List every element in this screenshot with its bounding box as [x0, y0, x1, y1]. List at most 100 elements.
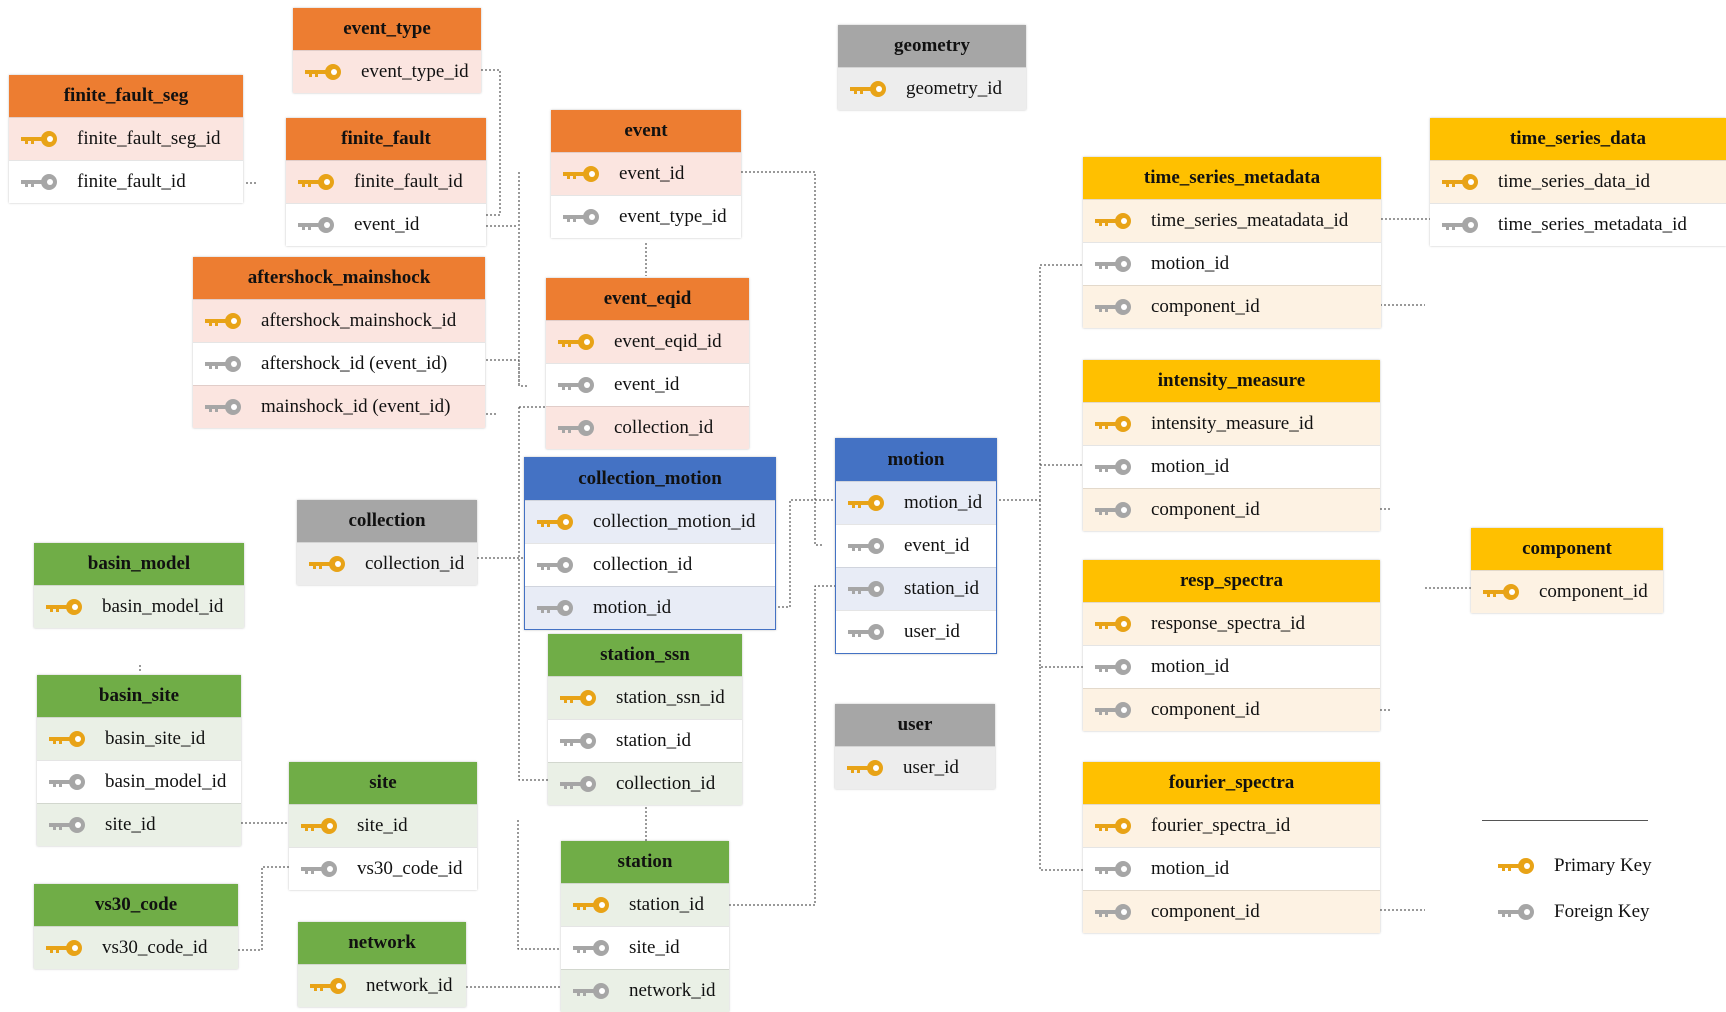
field-label: motion_id — [904, 492, 983, 513]
foreign-key-row: aftershock_id (event_id) — [193, 342, 485, 385]
foreign-key-row: basin_model_id — [37, 760, 241, 803]
foreign-key-icon — [1095, 256, 1131, 272]
primary-key-icon — [573, 897, 609, 913]
relationship-line — [238, 866, 289, 951]
table-header: finite_fault_seg — [9, 75, 243, 117]
foreign-key-row: user_id — [836, 610, 996, 653]
primary-key-row: user_id — [835, 746, 995, 789]
foreign-key-row: motion_id — [525, 586, 775, 629]
table-header: fourier_spectra — [1083, 762, 1380, 804]
field-label: event_id — [354, 214, 420, 235]
table-header: intensity_measure — [1083, 360, 1380, 402]
foreign-key-icon — [1095, 861, 1131, 877]
field-label: collection_id — [365, 553, 465, 574]
primary-key-icon — [310, 978, 346, 994]
field-label: finite_fault_id — [77, 171, 186, 192]
primary-key-row: event_eqid_id — [546, 320, 749, 363]
relationship-line — [774, 499, 835, 608]
foreign-key-row: component_id — [1083, 688, 1380, 731]
table-header: user — [835, 704, 995, 746]
primary-key-row: geometry_id — [838, 67, 1026, 110]
field-label: user_id — [903, 757, 959, 778]
primary-key-icon — [46, 599, 82, 615]
field-label: site_id — [629, 937, 680, 958]
primary-key-row: event_type_id — [293, 50, 481, 93]
foreign-key-row: collection_id — [548, 762, 742, 805]
field-label: vs30_code_id — [357, 858, 463, 879]
table-header: collection — [297, 500, 477, 542]
primary-key-icon — [305, 64, 341, 80]
primary-key-icon — [49, 731, 85, 747]
foreign-key-icon — [1095, 702, 1131, 718]
primary-key-icon — [850, 81, 886, 97]
primary-key-row: vs30_code_id — [34, 926, 238, 969]
primary-key-row: collection_motion_id — [525, 500, 775, 543]
primary-key-row: finite_fault_id — [286, 160, 486, 203]
field-label: collection_motion_id — [593, 511, 756, 532]
foreign-key-icon — [537, 557, 573, 573]
foreign-key-icon — [848, 581, 884, 597]
field-label: station_id — [629, 894, 704, 915]
field-label: motion_id — [1151, 656, 1230, 677]
field-label: event_eqid_id — [614, 331, 722, 352]
primary-key-icon — [1095, 818, 1131, 834]
foreign-key-icon — [49, 774, 85, 790]
primary-key-row: network_id — [298, 964, 466, 1007]
field-label: event_id — [614, 374, 680, 395]
foreign-key-icon — [560, 733, 596, 749]
field-label: response_spectra_id — [1151, 613, 1306, 634]
primary-key-row: basin_site_id — [37, 717, 241, 760]
primary-key-icon — [563, 166, 599, 182]
foreign-key-row: event_id — [546, 363, 749, 406]
foreign-key-icon — [205, 356, 241, 372]
foreign-key-icon — [573, 983, 609, 999]
table-header: aftershock_mainshock — [193, 257, 485, 299]
primary-key-row: finite_fault_seg_id — [9, 117, 243, 160]
foreign-key-row: component_id — [1083, 285, 1381, 328]
field-label: component_id — [1151, 499, 1260, 520]
relationship-line — [518, 172, 527, 387]
foreign-key-icon — [537, 600, 573, 616]
relationship-line — [995, 264, 1083, 501]
table-header: event_eqid — [546, 278, 749, 320]
foreign-key-row: component_id — [1083, 488, 1380, 531]
field-label: station_id — [904, 578, 979, 599]
primary-key-icon — [847, 760, 883, 776]
foreign-key-icon — [1095, 299, 1131, 315]
primary-key-row: station_ssn_id — [548, 676, 742, 719]
field-label: collection_id — [593, 554, 693, 575]
foreign-key-row: time_series_metadata_id — [1430, 203, 1726, 246]
field-label: basin_model_id — [105, 771, 227, 792]
foreign-key-row: event_type_id — [551, 195, 741, 238]
foreign-key-icon — [1442, 217, 1478, 233]
foreign-key-row: finite_fault_id — [9, 160, 243, 203]
foreign-key-icon — [558, 420, 594, 436]
foreign-key-icon — [49, 817, 85, 833]
field-label: user_id — [904, 621, 960, 642]
primary-key-icon — [21, 131, 57, 147]
field-label: network_id — [629, 980, 716, 1001]
foreign-key-icon — [1498, 904, 1534, 920]
foreign-key-row: motion_id — [1083, 645, 1380, 688]
field-label: time_series_metadata_id — [1498, 214, 1687, 235]
primary-key-icon — [560, 690, 596, 706]
field-label: event_type_id — [361, 61, 469, 82]
primary-key-row: site_id — [289, 804, 477, 847]
field-label: time_series_meatadata_id — [1151, 210, 1349, 231]
table-header: station — [561, 841, 729, 883]
